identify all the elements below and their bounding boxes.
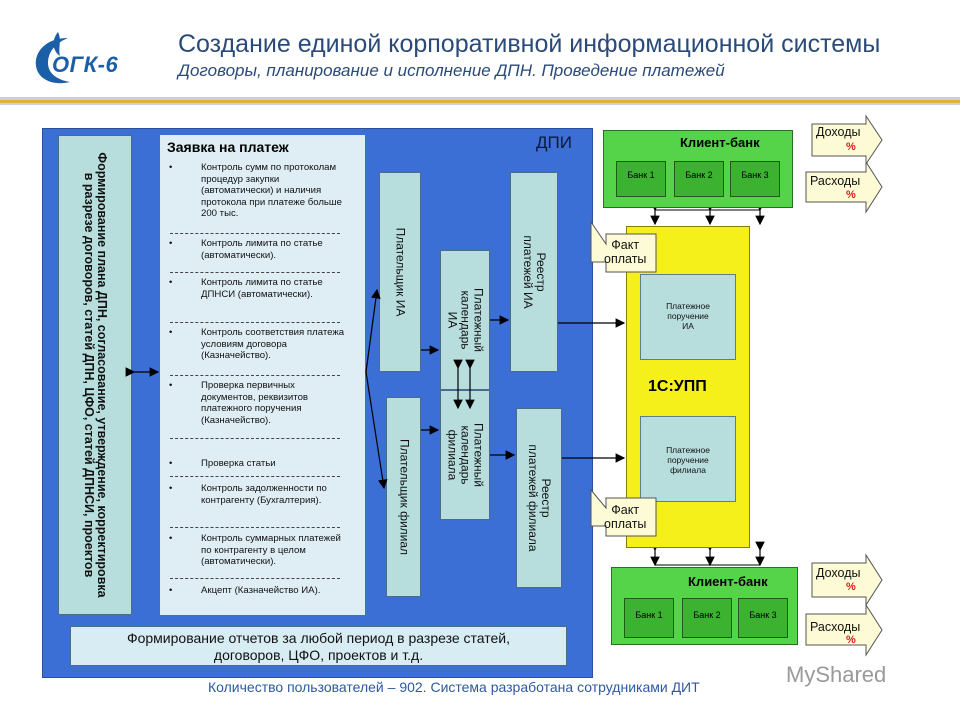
report-box: Формирование отчетов за любой период в р… (70, 626, 567, 666)
income-percent-bottom: % (846, 581, 856, 593)
check-item: •Контроль сумм по протоколам процедур за… (169, 162, 342, 219)
bank-1: Банк 1 (616, 161, 666, 197)
bank-2: Банк 2 (674, 161, 724, 197)
check-item: •Контроль соответствия платежа условиям … (169, 327, 345, 361)
calendar-branch-box: Платежный календарь филиала (440, 390, 490, 520)
fact-arrow-top (590, 220, 657, 273)
income-percent-top: % (846, 141, 856, 153)
income-label-top: Доходы (816, 125, 861, 139)
check-item: •Контроль лимита по статье (автоматическ… (169, 238, 323, 261)
calendar-ia-box: Платежный календарь ИА (440, 250, 490, 390)
bank-1: Банк 1 (624, 598, 674, 638)
check-item: •Проверка статьи (169, 458, 276, 469)
item-separator (170, 438, 340, 439)
bank-3: Банк 3 (730, 161, 780, 197)
dpi-label: ДПИ (536, 133, 572, 152)
expenses-arrow-top (805, 160, 883, 214)
arrow-zayavka-payer-branch (365, 371, 388, 490)
payer-ia-box: Плательщик ИА (379, 172, 421, 372)
arrow-zayavka-payer-ia (365, 288, 381, 373)
payment-order-branch: Платежное поручение филиала (640, 416, 736, 502)
expenses-label-top: Расходы (810, 174, 861, 188)
check-item: •Акцепт (Казначейство ИА). (169, 585, 321, 596)
expenses-label-bottom: Расходы (810, 620, 861, 634)
income-arrow-bottom (811, 553, 883, 607)
item-separator (170, 476, 340, 477)
item-separator (170, 233, 340, 234)
income-arrow-top (811, 114, 883, 166)
fact-label-top: Факт оплаты (604, 238, 647, 266)
logo-ring (35, 38, 70, 84)
check-item: •Проверка первичных документов, реквизит… (169, 380, 309, 426)
payer-branch-box: Плательщик филиал (386, 397, 421, 597)
expenses-arrow-bottom (805, 603, 883, 657)
payment-order-ia: Платежное поручение ИА (640, 274, 736, 360)
client-bank-top-title: Клиент-банк (680, 135, 760, 150)
registry-branch-box: Реестр платежей филиала (516, 408, 562, 588)
header-divider-accent (0, 100, 960, 103)
expenses-percent-bottom: % (846, 634, 856, 646)
payment-request-title: Заявка на платеж (167, 139, 289, 155)
registry-ia-box: Реестр платежей ИА (510, 172, 558, 372)
plan-box: Формирование плана ДПН, согласование, ут… (58, 135, 132, 615)
header-divider-lower (0, 103, 960, 105)
check-item: •Контроль задолженности по контрагенту (… (169, 483, 327, 506)
expenses-percent-top: % (846, 189, 856, 201)
fact-label-bottom: Факт оплаты (604, 503, 647, 531)
item-separator (170, 578, 340, 579)
watermark: MyShared (786, 662, 887, 687)
logo-text: ОГК-6 (52, 52, 119, 77)
logo-flame (53, 32, 60, 56)
fact-arrow-bottom (590, 488, 657, 537)
client-bank-bottom: Клиент-банк Банк 1 Банк 2 Банк 3 (611, 567, 798, 645)
item-separator (170, 272, 340, 273)
footer-text: Количество пользователей – 902. Система … (208, 679, 700, 695)
client-bank-bottom-title: Клиент-банк (688, 574, 768, 589)
check-item: •Контроль суммарных платежей по контраге… (169, 533, 341, 567)
item-separator (170, 322, 340, 323)
income-label-bottom: Доходы (816, 566, 861, 580)
check-item: •Контроль лимита по статье ДПНСИ (автома… (169, 277, 323, 300)
client-bank-top: Клиент-банк Банк 1 Банк 2 Банк 3 (603, 130, 793, 208)
page-title: Создание единой корпоративной информацио… (178, 30, 881, 58)
header-divider (0, 97, 960, 100)
ogk6-logo (35, 32, 70, 84)
page-subtitle: Договоры, планирование и исполнение ДПН.… (178, 61, 725, 80)
bank-3: Банк 3 (738, 598, 788, 638)
item-separator (170, 375, 340, 376)
bank-2: Банк 2 (682, 598, 732, 638)
upp-label: 1С:УПП (648, 378, 707, 395)
item-separator (170, 527, 340, 528)
